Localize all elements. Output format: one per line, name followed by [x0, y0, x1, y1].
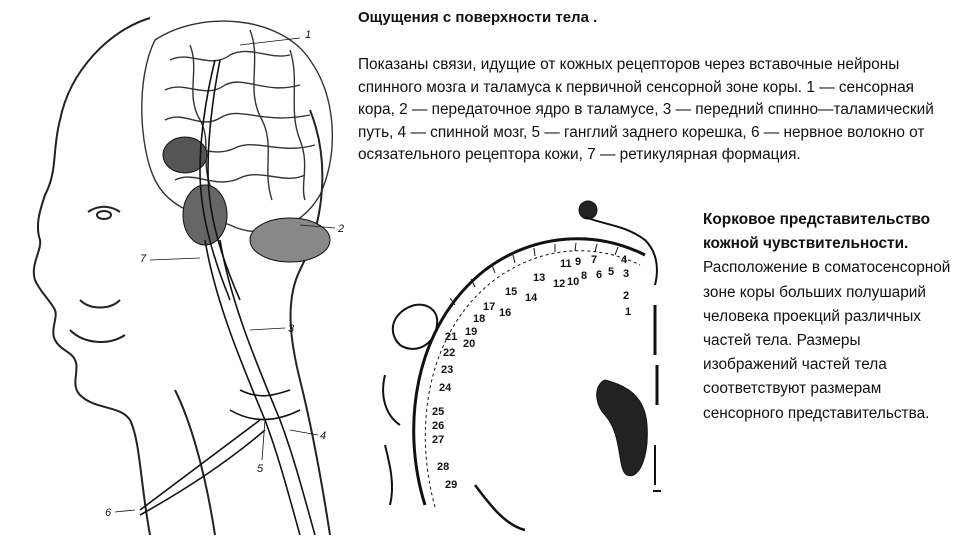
homunculus-label-19: 19	[465, 326, 477, 338]
cortex-note-text: Расположение в соматосенсорной зоне коры…	[703, 256, 953, 425]
homunculus-label-8: 8	[581, 270, 587, 282]
slide-title: Ощущения с поверхности тела .	[358, 9, 597, 26]
homunculus-label-15: 15	[505, 286, 517, 298]
figure-description: Показаны связи, идущие от кожных рецепто…	[358, 54, 948, 167]
homunculus-label-17: 17	[483, 301, 495, 313]
homunculus-label-27: 27	[432, 434, 444, 446]
brain-label-4: 4	[320, 430, 326, 442]
homunculus-label-3: 3	[623, 268, 629, 280]
homunculus-label-24: 24	[439, 382, 452, 394]
homunculus-label-11: 11	[560, 258, 572, 270]
cortex-representation-note: Корковое представительство кожной чувств…	[703, 208, 953, 426]
brain-pathway-illustration: 1 2 3 4 5 6 7	[0, 0, 360, 540]
homunculus-label-22: 22	[443, 347, 455, 359]
homunculus-label-20: 20	[463, 338, 475, 350]
homunculus-label-14: 14	[525, 292, 538, 304]
homunculus-label-5: 5	[608, 266, 614, 278]
homunculus-label-29: 29	[445, 479, 457, 491]
homunculus-label-26: 26	[432, 420, 444, 432]
brain-label-5: 5	[257, 463, 264, 475]
homunculus-label-13: 13	[533, 272, 545, 284]
brain-label-2: 2	[337, 223, 344, 235]
homunculus-label-2: 2	[623, 290, 629, 302]
brain-label-7: 7	[140, 253, 147, 265]
homunculus-illustration: 1 2 3 4 5 6 7 8 9 10 11 12 13 14 15 16 1…	[355, 195, 700, 540]
homunculus-label-12: 12	[553, 278, 565, 290]
homunculus-label-4: 4	[621, 254, 628, 266]
homunculus-label-10: 10	[567, 276, 579, 288]
brain-label-3: 3	[288, 323, 295, 335]
homunculus-label-7: 7	[591, 254, 597, 266]
cortex-note-heading: Корковое представительство кожной чувств…	[703, 208, 953, 256]
homunculus-label-16: 16	[499, 307, 511, 319]
homunculus-label-6: 6	[596, 269, 602, 281]
homunculus-label-28: 28	[437, 461, 449, 473]
brain-label-1: 1	[305, 29, 311, 41]
homunculus-label-9: 9	[575, 256, 581, 268]
homunculus-label-1: 1	[625, 306, 631, 318]
homunculus-label-18: 18	[473, 313, 485, 325]
brain-label-6: 6	[105, 507, 112, 519]
homunculus-label-21: 21	[445, 331, 457, 343]
homunculus-label-25: 25	[432, 406, 444, 418]
homunculus-label-23: 23	[441, 364, 453, 376]
